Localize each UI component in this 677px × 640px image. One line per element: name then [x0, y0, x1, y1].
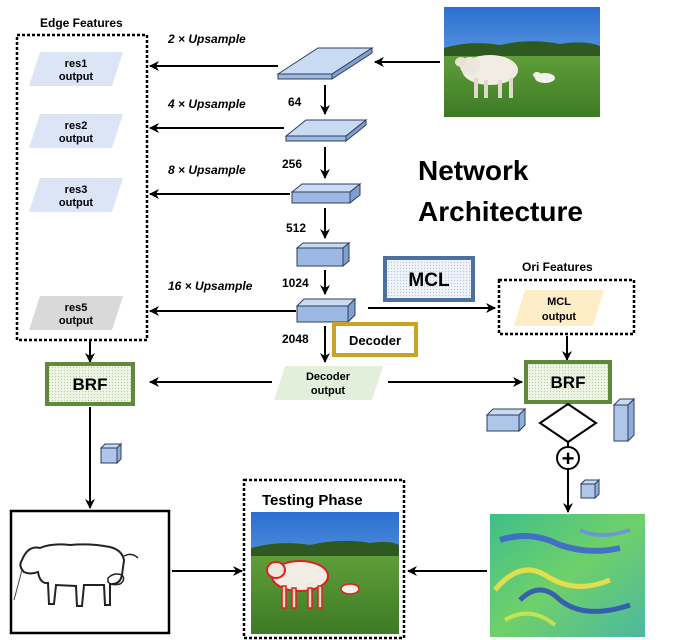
- orientation-map-icon: [490, 514, 645, 637]
- upsample-label-2x: 2 × Upsample: [167, 32, 246, 46]
- res1-label: res1: [65, 58, 88, 70]
- backbone-layer-5: [295, 297, 357, 324]
- brf-left-box: BRF: [45, 362, 135, 406]
- cow-outline-photo-icon: [251, 512, 399, 634]
- res2-output-label: output: [59, 133, 94, 145]
- cow-sketch-icon: [9, 509, 171, 635]
- diagram-title-line1: Network: [418, 155, 529, 186]
- res3-label: res3: [65, 184, 88, 196]
- mcl-output-box: MCL output: [514, 290, 604, 326]
- ori-features-title: Ori Features: [522, 260, 593, 274]
- backbone-layer-4: [295, 241, 351, 268]
- mcl-box: MCL: [383, 256, 475, 302]
- backbone-layer-2: [284, 118, 368, 143]
- edge-feature-res5: res5 output: [29, 296, 123, 330]
- res1-output-label: output: [59, 71, 94, 83]
- feature-cube-small-left: [99, 442, 123, 465]
- decoder-output-line2: output: [311, 385, 346, 397]
- upsample-label-16x: 16 × Upsample: [168, 279, 253, 293]
- channel-label-256: 256: [282, 157, 302, 171]
- mcl-output-line2: output: [542, 311, 577, 323]
- edge-feature-res1: res1 output: [29, 52, 123, 86]
- res3-output-label: output: [59, 197, 94, 209]
- brf-left-label: BRF: [73, 375, 108, 394]
- decoder-output-box: Decoder output: [274, 366, 383, 400]
- feature-cube-small-right: [579, 478, 601, 500]
- channel-label-1024: 1024: [282, 276, 309, 290]
- backbone-layer-3: [290, 182, 362, 205]
- diagram-title-line2: Architecture: [418, 196, 583, 227]
- channel-label-64: 64: [288, 95, 302, 109]
- brf-right-box: BRF: [524, 360, 612, 404]
- testing-phase-container: [242, 478, 406, 640]
- backbone-layer-1: [276, 47, 374, 80]
- res5-label: res5: [65, 302, 88, 314]
- mcl-label: MCL: [408, 270, 450, 291]
- brf-right-label: BRF: [551, 373, 586, 392]
- upsample-label-8x: 8 × Upsample: [168, 163, 246, 177]
- edge-features-title: Edge Features: [40, 16, 123, 30]
- res2-label: res2: [65, 120, 88, 132]
- decoder-label: Decoder: [349, 333, 401, 348]
- res5-output-label: output: [59, 315, 94, 327]
- edge-feature-res2: res2 output: [29, 114, 123, 148]
- edge-features-container: [15, 33, 149, 342]
- cow-photo-icon: [444, 7, 600, 117]
- fusion-diamond: [538, 402, 598, 444]
- testing-phase-title: Testing Phase: [262, 492, 363, 509]
- feature-cube-horizontal: [485, 407, 527, 433]
- channel-label-2048: 2048: [282, 332, 309, 346]
- decoder-output-line1: Decoder: [306, 371, 351, 383]
- upsample-arrows: [149, 61, 296, 316]
- plus-symbol: +: [562, 446, 575, 471]
- edge-feature-res3: res3 output: [29, 178, 123, 212]
- channel-label-512: 512: [286, 221, 306, 235]
- decoder-box: Decoder: [332, 322, 418, 357]
- upsample-label-4x: 4 × Upsample: [167, 97, 246, 111]
- ori-features-container: [497, 278, 636, 336]
- feature-cube-vertical: [612, 397, 636, 443]
- mcl-output-line1: MCL: [547, 296, 571, 308]
